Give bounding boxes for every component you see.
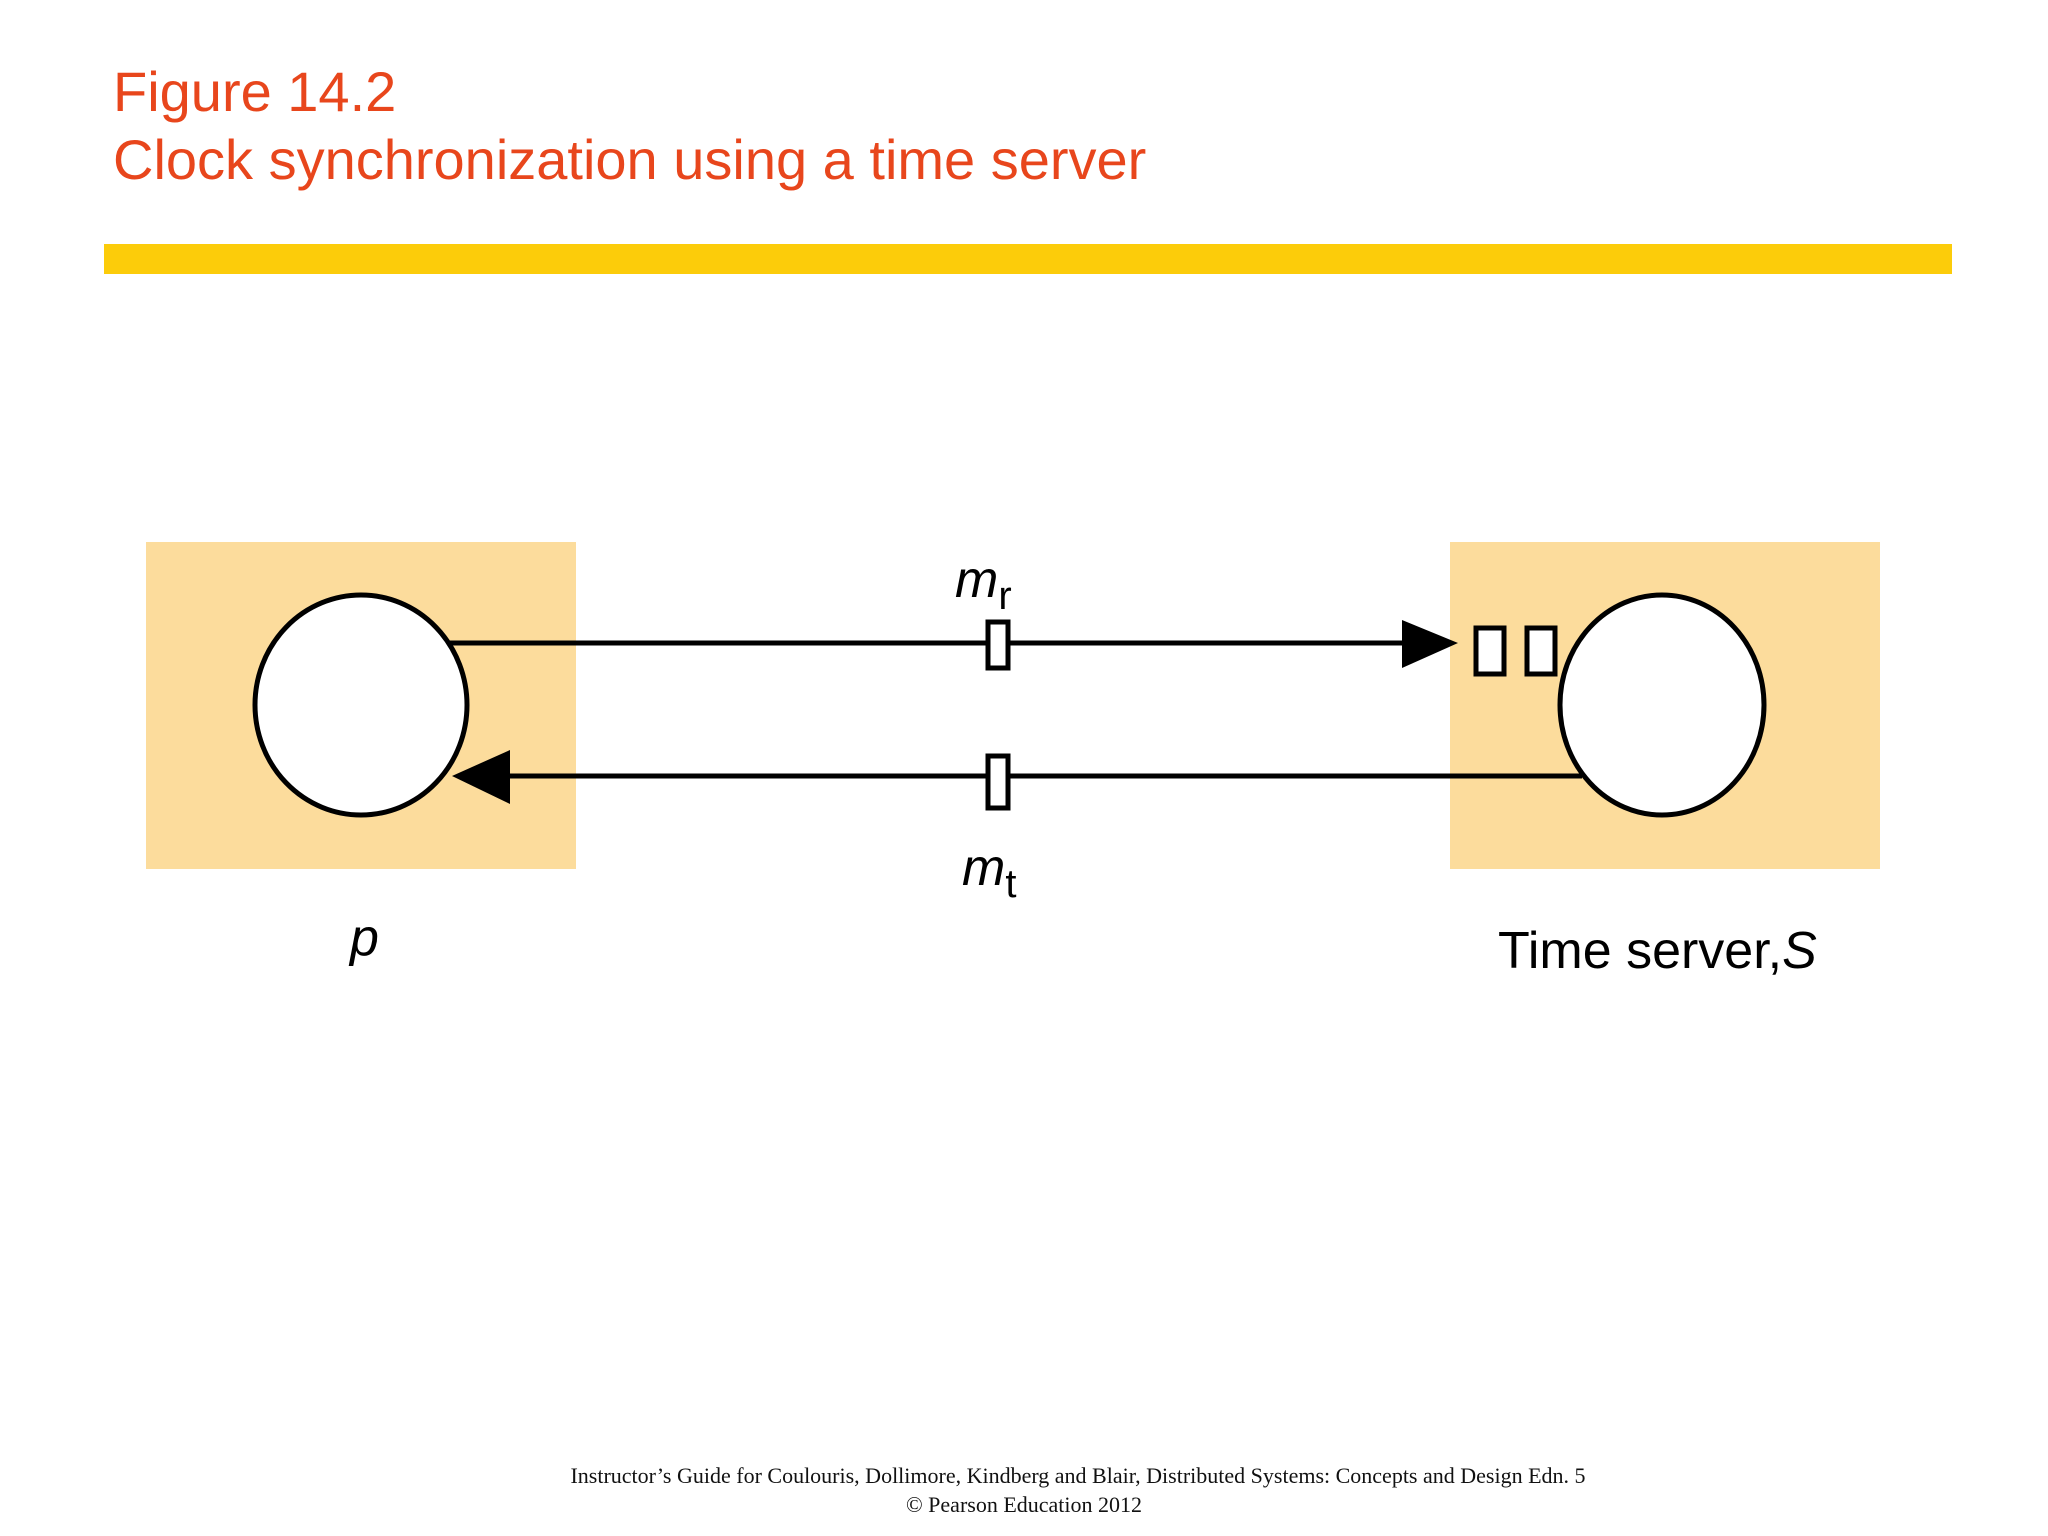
reply-arrowhead xyxy=(452,750,510,804)
server-clock-circle xyxy=(1557,592,1767,818)
figure-caption: Clock synchronization using a time serve… xyxy=(113,128,1147,191)
reply-message-label: mt xyxy=(962,839,1016,906)
request-message-label: mr xyxy=(955,551,1012,618)
request-message-marker xyxy=(985,619,1011,671)
figure-number: Figure 14.2 xyxy=(113,60,397,123)
title-divider xyxy=(104,244,1952,274)
client-label: p xyxy=(348,909,379,967)
queue-slot-1 xyxy=(1473,625,1507,677)
request-arrowhead xyxy=(1402,620,1458,668)
figure-title: Figure 14.2 Clock synchronization using … xyxy=(113,58,1146,194)
reply-message-marker xyxy=(985,753,1011,811)
server-label: Time server,S xyxy=(1498,922,1817,980)
footer-copyright: © Pearson Education 2012 xyxy=(905,1492,1143,1517)
footer-citation: Instructor’s Guide for Coulouris, Dollim… xyxy=(570,1463,1586,1488)
queue-slot-2 xyxy=(1524,625,1558,677)
client-clock-circle xyxy=(252,592,470,818)
